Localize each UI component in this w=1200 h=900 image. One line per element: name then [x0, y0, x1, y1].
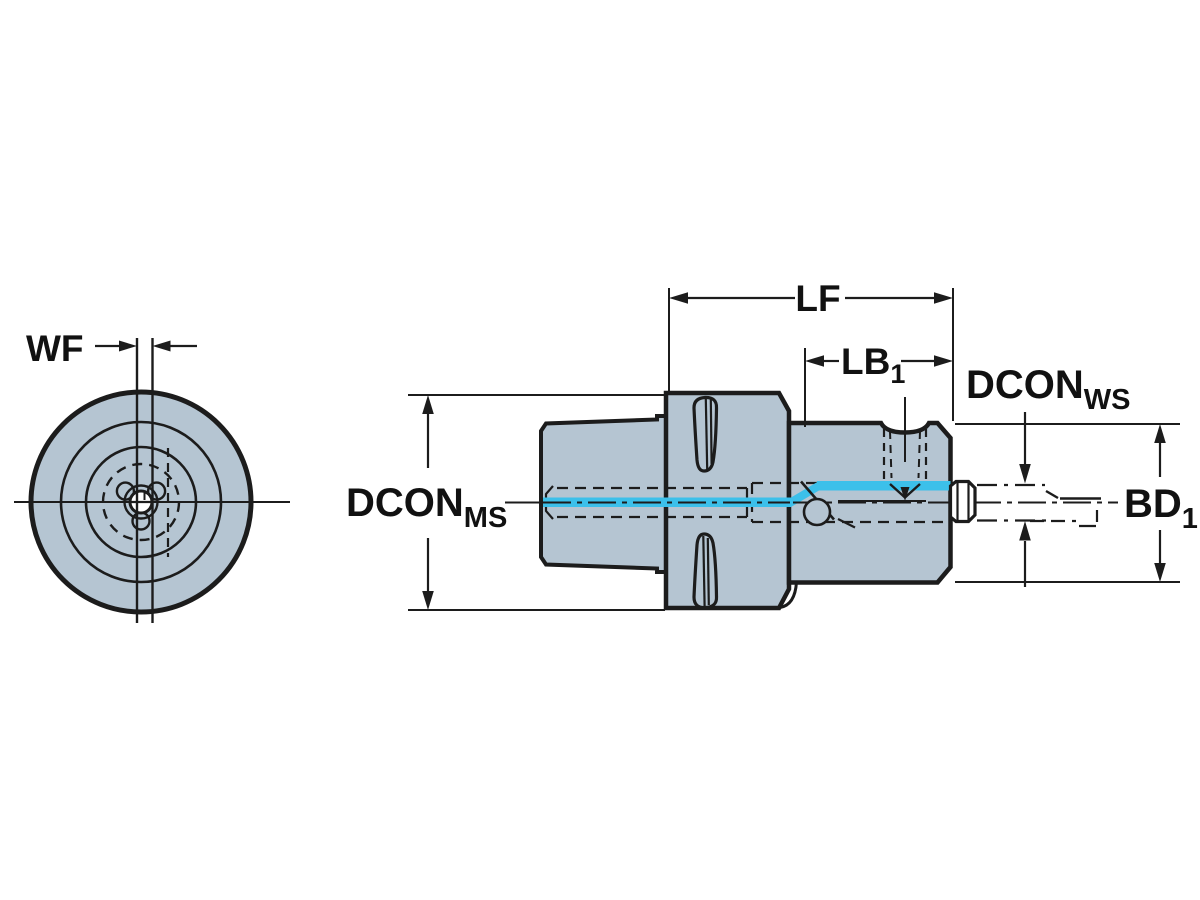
dconms-label: DCONMS	[346, 481, 507, 534]
wf-arrow-left-pointing	[152, 340, 171, 352]
dconms-arrow-up	[422, 395, 434, 414]
lb1-arrow-left	[805, 355, 824, 367]
lf-arrow-right	[934, 292, 953, 304]
lb1-label-sub: 1	[890, 359, 905, 389]
radial-hole	[838, 397, 928, 502]
slot-bottom-line-1	[702, 535, 706, 607]
slot-top-line-1	[704, 398, 709, 470]
bd1-arrow-down	[1154, 563, 1166, 582]
wf-arrow-right-pointing	[119, 340, 137, 352]
pilot-stub	[948, 479, 977, 524]
lf-label-text: LF	[795, 278, 840, 319]
transition-tick	[837, 518, 856, 529]
dimension-dcon-ms: DCONMS	[346, 394, 665, 611]
drill-point-left	[889, 483, 906, 499]
drawing-root: WF	[14, 278, 1198, 623]
dconws-arrow-up	[1019, 521, 1031, 541]
bd1-label-sub: 1	[1182, 503, 1198, 535]
coolant-right-run	[817, 481, 951, 491]
dconws-label-text: DCON	[966, 363, 1084, 407]
coolant-ramp	[791, 481, 819, 507]
dimensions: LF LB1 DCONMS	[346, 278, 1198, 611]
dimension-wf: WF	[26, 328, 197, 369]
cylindrical-body	[786, 420, 953, 585]
dconws-label: DCONWS	[966, 363, 1131, 416]
lf-label: LF	[795, 278, 840, 319]
bd1-label-text: BD	[1124, 482, 1182, 526]
dimension-dcon-ws: DCONWS	[966, 363, 1131, 587]
dconms-label-sub: MS	[464, 502, 508, 534]
dconws-arrow-down	[1019, 464, 1031, 484]
lb1-label: LB1	[841, 341, 905, 389]
dconms-arrow-down	[422, 591, 434, 610]
cross-hole-circle	[802, 497, 832, 527]
shank-taper	[539, 414, 668, 574]
lf-arrow-left	[669, 292, 688, 304]
dconws-label-sub: WS	[1084, 384, 1131, 416]
slot-bottom-line-2	[706, 537, 710, 606]
hole-dash-inner-left	[889, 430, 893, 479]
wf-label-text: WF	[26, 328, 84, 369]
drill-point-right	[904, 483, 921, 499]
side-view	[505, 390, 1118, 611]
front-view	[14, 338, 290, 623]
hole-dash-inner-right	[917, 430, 921, 479]
bd1-arrow-up	[1154, 424, 1166, 443]
lb1-arrow-right	[934, 355, 953, 367]
lb1-label-text: LB	[841, 341, 890, 382]
dconms-label-text: DCON	[346, 481, 464, 525]
dimension-bd1: BD1	[955, 423, 1198, 583]
wf-label: WF	[26, 328, 84, 369]
bd1-label: BD1	[1124, 482, 1198, 535]
dimension-lb1: LB1	[804, 341, 953, 427]
slot-top-line-2	[709, 398, 713, 465]
flange-slot-bottom	[692, 532, 719, 610]
bottom-fillet	[779, 581, 798, 609]
phantom-diagonal	[1045, 489, 1059, 500]
phantom-tool-outline	[977, 483, 1101, 528]
hole-depth-arrow	[900, 487, 910, 501]
dimension-lf: LF	[668, 278, 954, 421]
